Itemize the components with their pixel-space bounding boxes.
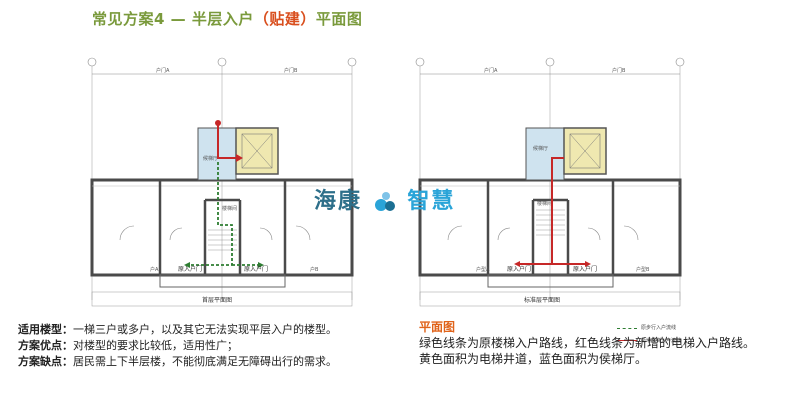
- right-door-a-label: 户门A: [484, 67, 498, 74]
- left-caption: 首层平面图: [202, 296, 232, 304]
- plan-notes-line-2: 黄色面积为电梯井道，蓝色面积为侯梯厅。: [419, 352, 648, 366]
- right-unit-b: 户型B: [636, 266, 650, 273]
- left-stair-label: 楼梯间: [222, 205, 237, 212]
- left-entry-right: 原入户门: [244, 265, 268, 273]
- left-entry-left: 原入户门: [178, 265, 202, 273]
- plan-notes: 平面图 绿色线条为原楼梯入户路线，红色线条为新增的电梯入户路线。 黄色面积为电梯…: [419, 319, 799, 367]
- legend: 原步行入户流线 新增乘梯入户流线: [617, 322, 681, 347]
- left-hall-label: 候梯厅: [203, 155, 218, 162]
- watermark-logo: 海康 智慧: [314, 183, 455, 215]
- right-plan: 户门A 户门B 候梯厅 楼梯间 原入户门 原: [415, 57, 685, 307]
- left-unit-a: 户A: [150, 266, 159, 273]
- disadvantages: 方案缺点：居民需上下半层楼，不能彻底满足无障碍出行的需求。: [18, 355, 337, 368]
- scheme-description: 适用楼型：一梯三户或多户，以及其它无法实现平层入户的楼型。 方案优点：对楼型的要…: [18, 322, 418, 370]
- floor-plans: 户门A 户门B 候梯厅 楼梯间: [87, 57, 685, 307]
- logo-drop-icon: [372, 191, 398, 213]
- advantages: 方案优点：对楼型的要求比较低，适用性广；: [18, 339, 238, 352]
- right-caption: 标准层平面图: [524, 296, 560, 304]
- title-main: 常见方案4 — 半层入户: [92, 10, 254, 28]
- left-unit-b: 户B: [310, 266, 319, 273]
- left-door-b-label: 户门B: [284, 67, 298, 74]
- legend-green-line-icon: [617, 327, 637, 329]
- right-hall-label: 候梯厅: [533, 145, 548, 152]
- right-entry-right: 原入户门: [573, 265, 597, 273]
- logo-text-2: 智慧: [407, 189, 456, 214]
- left-door-a-label: 户门A: [156, 67, 170, 74]
- right-entry-left: 原入户门: [507, 265, 531, 273]
- logo-text-1: 海康: [314, 189, 363, 214]
- title-paren: （贴建）: [253, 10, 316, 28]
- legend-item-red: 新增乘梯入户流线: [617, 335, 681, 348]
- left-plan: 户门A 户门B 候梯厅 楼梯间: [87, 57, 357, 307]
- right-unit-a: 户型A: [476, 266, 490, 273]
- page-title: 常见方案4 — 半层入户（贴建）平面图: [92, 8, 362, 29]
- legend-item-green: 原步行入户流线: [617, 322, 681, 335]
- right-door-b-label: 户门B: [612, 67, 626, 74]
- plan-notes-heading: 平面图: [419, 320, 456, 334]
- title-tail: 平面图: [315, 10, 363, 28]
- legend-red-line-icon: [617, 340, 637, 341]
- right-stair-label: 楼梯间: [537, 200, 552, 207]
- applicable-types: 适用楼型：一梯三户或多户，以及其它无法实现平层入户的楼型。: [18, 323, 337, 336]
- plan-notes-line-1: 绿色线条为原楼梯入户路线，红色线条为新增的电梯入户路线。: [419, 336, 756, 350]
